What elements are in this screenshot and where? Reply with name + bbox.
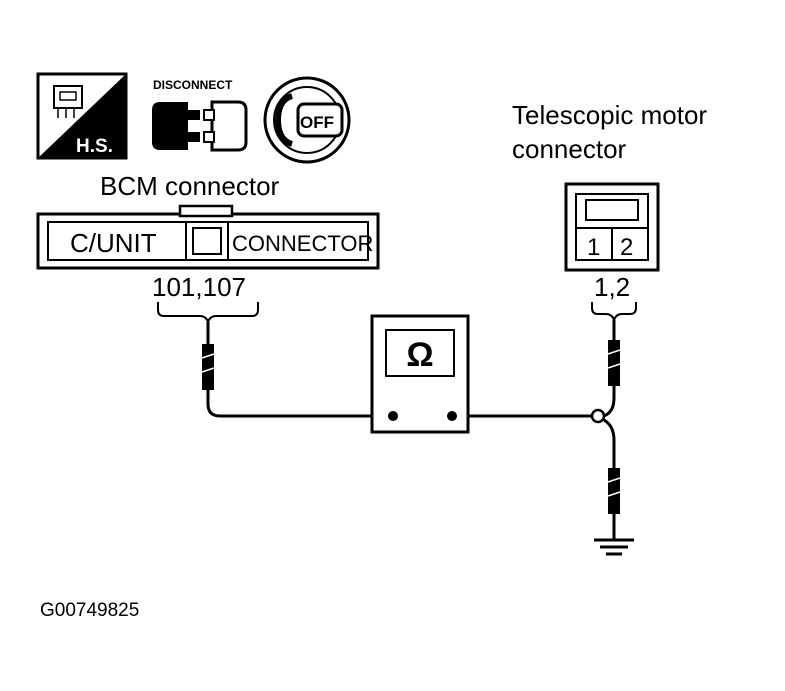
motor-connector-title-line2: connector — [512, 134, 627, 164]
ignition-off-icon: OFF — [263, 76, 351, 164]
bcm-connector: C/UNIT CONNECTOR — [36, 204, 380, 270]
wire-to-ground — [603, 418, 616, 468]
ignition-off-label: OFF — [300, 113, 334, 132]
wire-bcm-to-meter — [206, 390, 372, 418]
motor-pin-2: 2 — [620, 234, 633, 261]
motor-probe — [607, 320, 621, 386]
bcm-connector-title: BCM connector — [100, 171, 280, 201]
meter-terminal-right — [447, 411, 457, 421]
harness-inspection-icon: H.S. — [36, 72, 128, 160]
motor-connector: 1 2 — [564, 182, 660, 272]
wire-motor-probe — [603, 386, 616, 418]
bcm-terminal-numbers: 101,107 — [152, 272, 246, 302]
motor-pin-1: 1 — [587, 234, 600, 261]
motor-terminal-numbers: 1,2 — [594, 272, 630, 302]
ohmmeter: Ω — [370, 314, 470, 434]
disconnect-icon: DISCONNECT — [152, 78, 248, 152]
motor-terminal-brace — [591, 302, 637, 324]
bcm-probe — [201, 322, 215, 390]
motor-connector-title-line1: Telescopic motor — [512, 100, 707, 130]
harness-label: H.S. — [76, 136, 113, 157]
bcm-connector-label: CONNECTOR — [232, 231, 373, 256]
ground-probe — [607, 468, 621, 540]
ohm-symbol: Ω — [406, 336, 433, 374]
figure-code: G00749825 — [40, 600, 139, 621]
disconnect-label: DISCONNECT — [153, 78, 233, 92]
ground-icon — [594, 538, 634, 556]
bcm-terminal-brace — [157, 302, 259, 326]
bcm-cunit-label: C/UNIT — [70, 228, 157, 258]
meter-terminal-left — [388, 411, 398, 421]
wire-crossover — [590, 408, 606, 424]
